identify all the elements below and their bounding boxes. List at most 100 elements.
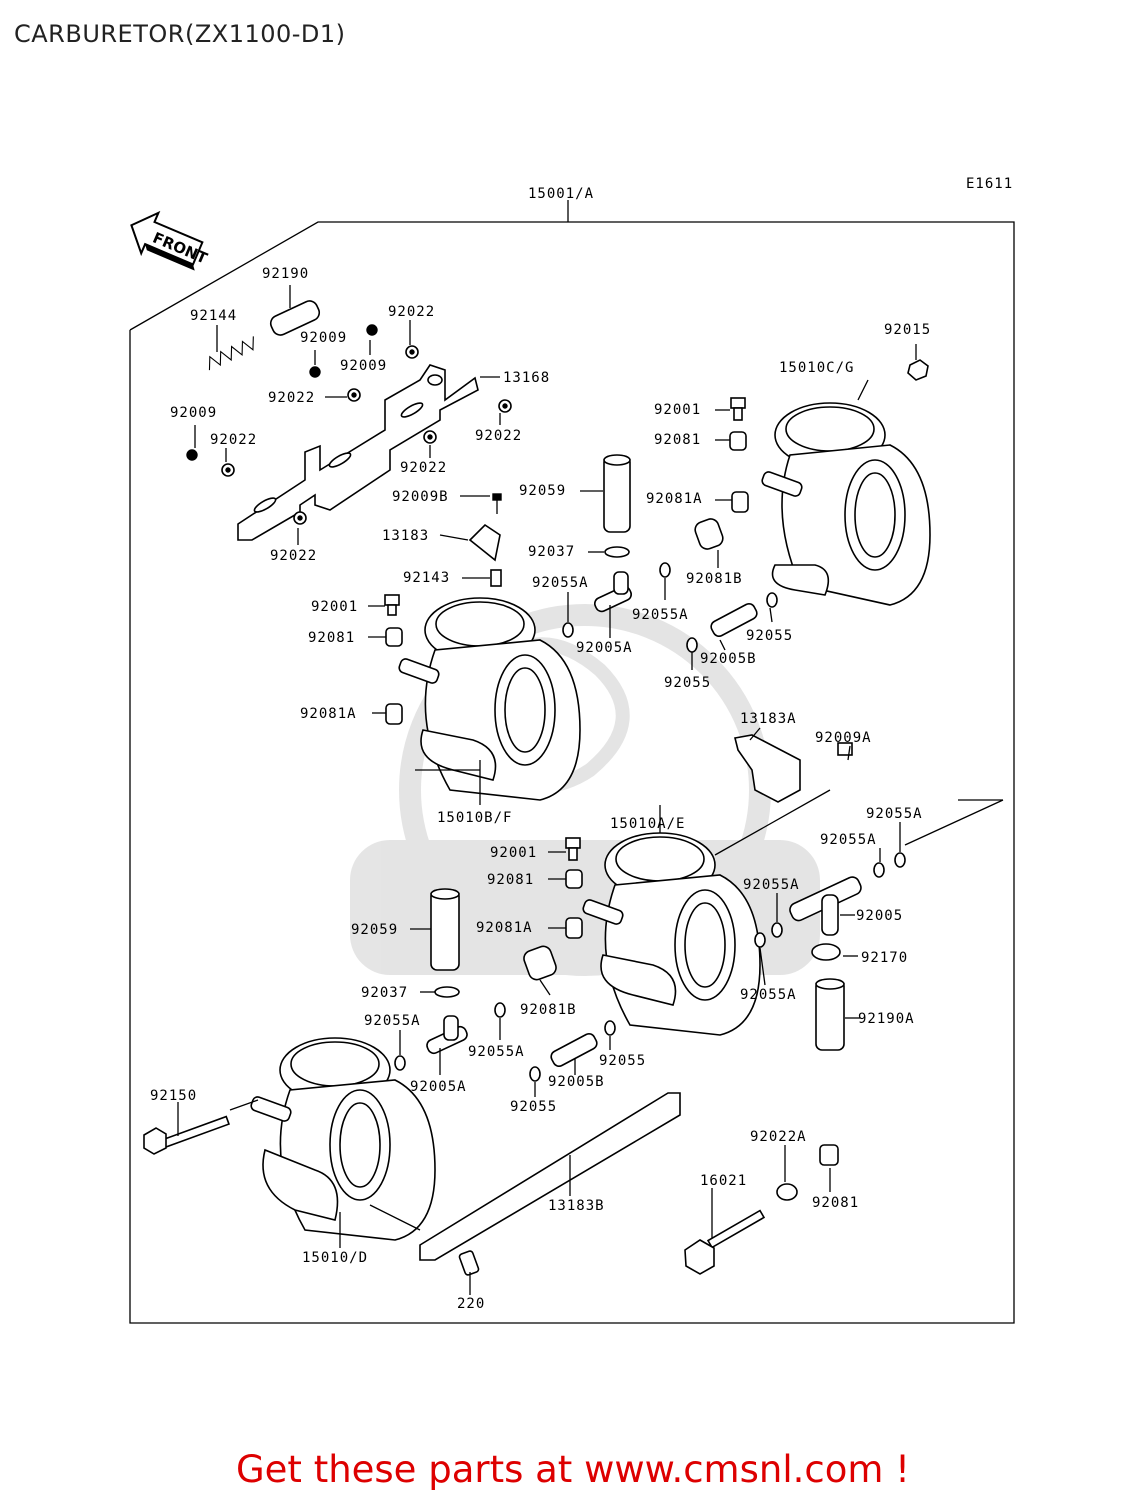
- o-ring-92055A-b: [659, 562, 671, 578]
- spring-92081-d: [819, 1144, 839, 1166]
- joint-92005B-a: [710, 602, 758, 638]
- label-13183B: 13183B: [548, 1198, 605, 1214]
- carburetor-15010AE: [582, 832, 761, 1036]
- spring-92144: [208, 336, 254, 371]
- label-92055A-b: 92055A: [632, 607, 689, 623]
- spring-92081B-a: [694, 518, 724, 550]
- screw-16021: [684, 1209, 766, 1275]
- screw-92001-a: [384, 594, 400, 616]
- carburetor-15010D: [250, 1037, 436, 1241]
- o-ring-92055A-e: [771, 922, 783, 938]
- label-92009-c: 92009: [170, 405, 217, 421]
- label-15001A: 15001/A: [528, 186, 594, 202]
- label-92055A-g: 92055A: [364, 1013, 421, 1029]
- screw-220: [458, 1250, 480, 1276]
- label-92022-f: 92022: [270, 548, 317, 564]
- label-92055A-e: 92055A: [743, 877, 800, 893]
- o-ring-92055-c: [604, 1020, 616, 1036]
- screw-92009-b: [366, 324, 378, 336]
- label-16021: 16021: [700, 1173, 747, 1189]
- label-92190: 92190: [262, 266, 309, 282]
- washer-92022-c: [498, 399, 512, 413]
- o-ring-92055-d: [529, 1066, 541, 1082]
- diagram-code: E1611: [966, 176, 1013, 192]
- clamp-92170: [811, 943, 841, 961]
- label-13183: 13183: [382, 528, 429, 544]
- label-92055A-f: 92055A: [740, 987, 797, 1003]
- washer-92022-b: [347, 388, 361, 402]
- label-92001-c: 92001: [490, 845, 537, 861]
- o-ring-92055A-c: [894, 852, 906, 868]
- screw-92001-b: [730, 397, 746, 421]
- label-92009A: 92009A: [815, 730, 872, 746]
- label-92081-d: 92081: [812, 1195, 859, 1211]
- washer-92022-a: [405, 345, 419, 359]
- o-ring-92055A-d: [873, 862, 885, 878]
- o-ring-92055A-h: [494, 1002, 506, 1018]
- label-92150: 92150: [150, 1088, 197, 1104]
- label-92022A: 92022A: [750, 1129, 807, 1145]
- tube-92059-b: [430, 888, 460, 971]
- bracket-13183B: [419, 1092, 681, 1261]
- label-15010AE: 15010A/E: [610, 816, 685, 832]
- washer-92022-f: [293, 511, 307, 525]
- washer-92022A: [776, 1183, 798, 1201]
- label-13168: 13168: [503, 370, 550, 386]
- label-13183A: 13183A: [740, 711, 797, 727]
- label-92055-c: 92055: [599, 1053, 646, 1069]
- label-92081-a: 92081: [308, 630, 355, 646]
- mounting-plate: [237, 364, 479, 541]
- pin-92143: [490, 569, 502, 587]
- label-92081B-b: 92081B: [520, 1002, 577, 1018]
- joint-92005: [789, 876, 862, 936]
- label-92081A-c: 92081A: [476, 920, 533, 936]
- screw-92001-c: [565, 837, 581, 861]
- label-92022-e: 92022: [400, 460, 447, 476]
- spring-92081-c: [565, 869, 583, 889]
- leader-lines: [177, 285, 1004, 1295]
- label-15010CG: 15010C/G: [779, 360, 854, 376]
- o-ring-92055-a: [766, 592, 778, 608]
- label-92143: 92143: [403, 570, 450, 586]
- label-92081-b: 92081: [654, 432, 701, 448]
- screw-92009-a: [309, 366, 321, 378]
- label-92170: 92170: [861, 950, 908, 966]
- clip-92037-b: [434, 986, 460, 998]
- joint-92005A-a: [593, 571, 633, 613]
- carburetor-15010BF: [398, 597, 581, 801]
- label-15010D: 15010/D: [302, 1250, 368, 1266]
- spring-92081A-b: [731, 491, 749, 513]
- parts-diagram: FRONT: [129, 176, 1015, 1324]
- bracket-13183: [468, 523, 501, 562]
- label-15010BF: 15010B/F: [437, 810, 512, 826]
- label-92190A: 92190A: [858, 1011, 915, 1027]
- label-92055-b: 92055: [664, 675, 711, 691]
- label-92005A-a: 92005A: [576, 640, 633, 656]
- footer-link[interactable]: Get these parts at www.cmsnl.com !: [235, 1448, 910, 1491]
- joint-92005A-b: [426, 1015, 468, 1055]
- label-92022-a: 92022: [388, 304, 435, 320]
- label-92009-b: 92009: [340, 358, 387, 374]
- part-labels: E1611 15001/A 92190 92144 92022 92009 92…: [150, 176, 1013, 1312]
- label-92005A-b: 92005A: [410, 1079, 467, 1095]
- page-title: CARBURETOR(ZX1100-D1): [14, 20, 346, 48]
- label-92009B: 92009B: [392, 489, 449, 505]
- bracket-13183A: [734, 734, 801, 803]
- joint-92005B-b: [550, 1032, 598, 1068]
- label-92144: 92144: [190, 308, 237, 324]
- label-92022-d: 92022: [210, 432, 257, 448]
- label-92055-a: 92055: [746, 628, 793, 644]
- label-220: 220: [457, 1296, 485, 1312]
- label-92055A-c: 92055A: [866, 806, 923, 822]
- nut-92015: [907, 359, 929, 381]
- spring-92081B-b: [523, 945, 557, 981]
- spring-92081-a: [385, 627, 403, 647]
- tube-92059-a: [603, 454, 631, 533]
- label-92055A-a: 92055A: [532, 575, 589, 591]
- label-92005B-b: 92005B: [548, 1074, 605, 1090]
- label-92081A-a: 92081A: [300, 706, 357, 722]
- label-92005: 92005: [856, 908, 903, 924]
- label-92001-a: 92001: [311, 599, 358, 615]
- o-ring-92055A-g: [394, 1055, 406, 1071]
- label-92009-a: 92009: [300, 330, 347, 346]
